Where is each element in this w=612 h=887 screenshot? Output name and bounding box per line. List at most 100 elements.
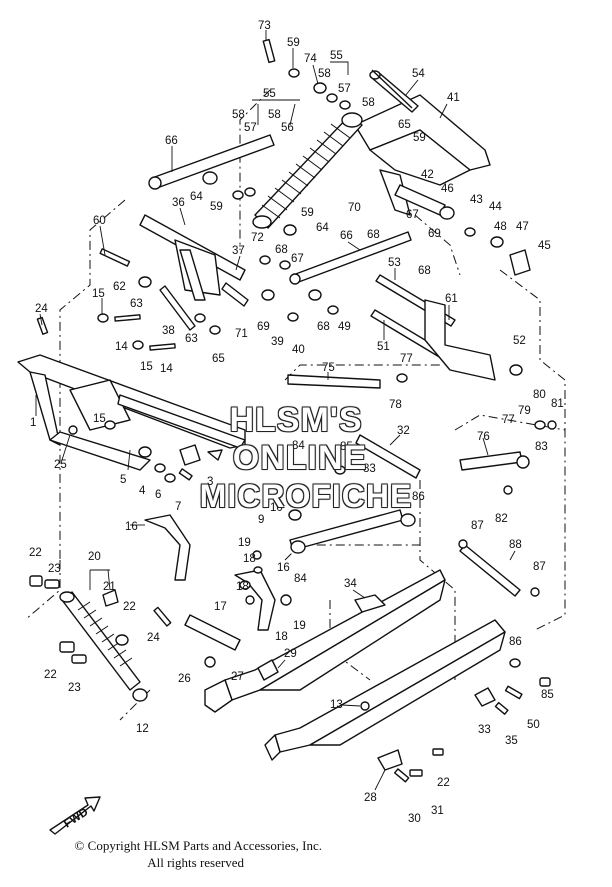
callout-21: 21 xyxy=(103,581,116,593)
callout-19: 19 xyxy=(293,620,306,632)
callout-87: 87 xyxy=(471,520,484,532)
callout-38: 69 xyxy=(257,321,270,333)
callout-68: 68 xyxy=(367,229,380,241)
callout-83: 83 xyxy=(363,463,376,475)
callout-77: 77 xyxy=(400,353,413,365)
callout-68: 49 xyxy=(338,321,351,333)
callout-64: 64 xyxy=(316,222,329,234)
callout-69: 68 xyxy=(317,321,330,333)
fwd-label: FWD xyxy=(62,806,90,830)
rear-shock-absorber xyxy=(252,112,363,229)
callout-5: 5 xyxy=(120,474,126,486)
callout-18: 18 xyxy=(236,581,249,593)
small-parts xyxy=(29,38,557,783)
callout-84: 84 xyxy=(294,573,307,585)
callout-17: 17 xyxy=(214,601,227,613)
callout-66: 66 xyxy=(340,230,353,242)
callout-59: 59 xyxy=(287,37,300,49)
callout-76: 76 xyxy=(477,431,490,443)
slide-rails xyxy=(204,569,506,761)
callout-13: 13 xyxy=(330,699,343,711)
callout-32: 32 xyxy=(397,425,410,437)
callout-9: 9 xyxy=(258,514,264,526)
callout-1: 1 xyxy=(30,417,36,429)
callout-86: 86 xyxy=(412,491,425,503)
callout-55: 55 xyxy=(330,50,343,62)
callout-88: 88 xyxy=(509,539,522,551)
callout-39: 39 xyxy=(271,336,284,348)
copyright-notice: © Copyright HLSM Parts and Accessories, … xyxy=(74,838,322,853)
callout-82: 82 xyxy=(495,513,508,525)
callout-68: 68 xyxy=(275,244,288,256)
link-arms xyxy=(287,299,523,551)
callout-69: 69 xyxy=(428,228,441,240)
callout-24: 24 xyxy=(35,303,48,315)
callout-40: 40 xyxy=(292,344,305,356)
callout-34: 34 xyxy=(344,578,357,590)
callout-68: 68 xyxy=(418,265,431,277)
callout-85: 85 xyxy=(541,689,554,701)
callout-62: 62 xyxy=(113,281,126,293)
callout-78: 78 xyxy=(389,399,402,411)
callout-37: 37 xyxy=(232,245,245,257)
callout-44: 44 xyxy=(489,201,502,213)
callout-74: 74 xyxy=(304,53,317,65)
callout-45: 45 xyxy=(538,240,551,252)
callout-33: 33 xyxy=(478,724,491,736)
callout-65: 65 xyxy=(212,353,225,365)
callout-23: 23 xyxy=(68,682,81,694)
callout-19: 19 xyxy=(238,537,251,549)
callout-54: 54 xyxy=(412,68,425,80)
callout-87: 87 xyxy=(533,561,546,573)
callout-63: 63 xyxy=(130,298,143,310)
callout-22: 12 xyxy=(136,723,149,735)
callout-47: 47 xyxy=(516,221,529,233)
callout-57: 57 xyxy=(338,83,351,95)
callout-23: 23 xyxy=(48,563,61,575)
callout-86: 86 xyxy=(509,636,522,648)
callout-58: 58 xyxy=(362,97,375,109)
callout-36: 36 xyxy=(172,197,185,209)
callout-18: 18 xyxy=(275,631,288,643)
callout-7: 7 xyxy=(175,501,181,513)
callout-15: 15 xyxy=(93,413,106,425)
callout-43: 43 xyxy=(470,194,483,206)
callout-15: 15 xyxy=(140,361,153,373)
callout-22: 22 xyxy=(29,547,42,559)
callout-26: 26 xyxy=(178,673,191,685)
front-shock xyxy=(59,591,148,702)
callout-14: 14 xyxy=(115,341,128,353)
callout-56: 56 xyxy=(281,122,294,134)
callout-42: 42 xyxy=(421,169,434,181)
leader-lines xyxy=(35,30,516,791)
callout-60: 60 xyxy=(93,215,106,227)
callout-65: 65 xyxy=(398,119,411,131)
callout-72: 72 xyxy=(251,232,264,244)
callout-61: 38 xyxy=(162,325,175,337)
callout-77: 77 xyxy=(502,414,515,426)
callout-63: 63 xyxy=(185,333,198,345)
callout-22: 22 xyxy=(44,669,57,681)
callout-31: 31 xyxy=(431,805,444,817)
callout-59: 59 xyxy=(413,132,426,144)
callout-67: 67 xyxy=(291,253,304,265)
front-lower-arm xyxy=(144,514,276,651)
front-arm xyxy=(139,214,249,331)
callout-48: 48 xyxy=(494,221,507,233)
callout-71: 71 xyxy=(235,328,248,340)
callout-30: 30 xyxy=(408,813,421,825)
callout-46: 46 xyxy=(441,183,454,195)
callout-3: 3 xyxy=(207,476,213,488)
callout-14: 14 xyxy=(160,363,173,375)
callout-27: 27 xyxy=(231,671,244,683)
rights-reserved: All rights reserved xyxy=(147,855,244,870)
callout-64: 64 xyxy=(190,191,203,203)
callout-15: 15 xyxy=(92,288,105,300)
callout-41: 41 xyxy=(447,92,460,104)
callout-52: 52 xyxy=(513,335,526,347)
callout-58: 58 xyxy=(318,68,331,80)
callout-58: 58 xyxy=(232,109,245,121)
callout-83: 83 xyxy=(535,441,548,453)
